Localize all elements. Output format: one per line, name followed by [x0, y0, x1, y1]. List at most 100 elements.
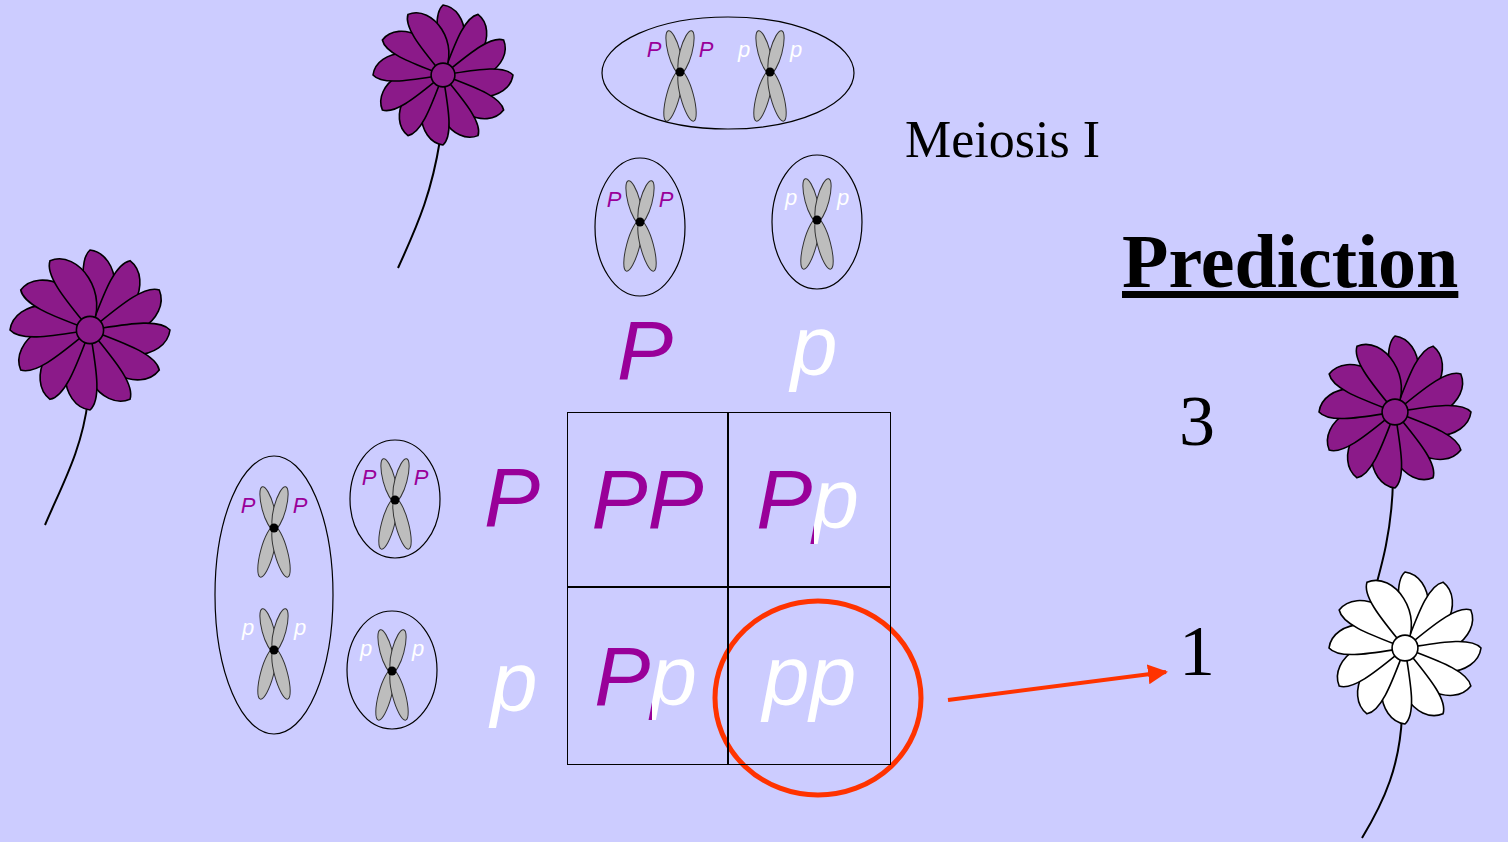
allele-label: p	[785, 187, 797, 209]
petal	[44, 248, 112, 333]
flower-center	[431, 63, 455, 87]
chromosome	[254, 485, 294, 579]
chromatid	[390, 457, 413, 503]
stage-label: Meiosis I	[905, 111, 1100, 168]
allele-label: P	[362, 467, 377, 489]
pointer-arrow	[948, 672, 1166, 700]
allele-label: P	[607, 189, 622, 211]
genotype: Pp	[756, 455, 863, 543]
ratio-number: 3	[1179, 382, 1215, 461]
allele-label: P	[647, 39, 662, 61]
allele-label: p	[738, 39, 750, 61]
centromere	[636, 218, 645, 227]
gamete-cell: pp	[346, 610, 438, 730]
chromatid	[269, 607, 292, 653]
petal	[1351, 334, 1415, 415]
chromosome	[375, 457, 415, 551]
genotype: Pp	[594, 632, 701, 720]
gamete-allele: P	[617, 304, 673, 396]
gamete-allele: p	[491, 636, 538, 728]
punnett-cell: pp	[728, 587, 891, 765]
allele-label: P	[699, 39, 714, 61]
chromatid	[812, 177, 835, 223]
chromatid	[764, 69, 790, 123]
chromatid	[389, 497, 415, 551]
chromosome	[254, 607, 294, 701]
allele-label: P	[241, 495, 256, 517]
flower-stem	[45, 400, 88, 525]
chromatid	[386, 668, 412, 722]
flower-center	[76, 316, 103, 343]
flower-center	[1382, 399, 1408, 425]
chromatid	[268, 647, 294, 701]
centromere	[676, 68, 685, 77]
cell-outline	[214, 455, 334, 735]
chromatid	[268, 525, 294, 579]
gamete-allele: P	[484, 451, 540, 543]
allele-label: P	[293, 495, 308, 517]
diploid-cell: P Pp p	[601, 16, 855, 130]
centromere	[813, 216, 822, 225]
centromere	[766, 68, 775, 77]
punnett-cell: Pp	[728, 412, 891, 587]
allele-label: p	[242, 617, 254, 639]
allele-label: p	[360, 638, 372, 660]
chromosome	[660, 29, 700, 123]
cell-membrane	[350, 440, 440, 558]
cell-membrane	[347, 611, 437, 729]
chromatid	[675, 29, 698, 75]
heading: Prediction	[1122, 220, 1458, 304]
flower-stem	[1362, 715, 1402, 838]
white-flower	[1327, 570, 1482, 725]
flower-stem	[398, 140, 440, 268]
diploid-cell: P Pp p	[214, 455, 334, 735]
allele-label: p	[412, 638, 424, 660]
petal	[1361, 570, 1425, 651]
chromatid	[635, 179, 658, 225]
chromatid	[269, 485, 292, 531]
gamete-cell: PP	[594, 157, 686, 297]
chromosome	[750, 29, 790, 123]
flower-center	[1392, 635, 1418, 661]
allele-label: P	[659, 189, 674, 211]
chromatid	[387, 628, 410, 674]
allele-label: p	[294, 617, 306, 639]
punnett-cell: Pp	[567, 587, 728, 765]
allele-label: P	[414, 467, 429, 489]
chromosome	[797, 177, 837, 271]
cell-outline	[601, 16, 855, 130]
punnett-cell: PP	[567, 412, 728, 587]
petal	[403, 3, 462, 78]
centromere	[388, 667, 397, 676]
cell-membrane	[602, 17, 854, 129]
purple-flower	[8, 248, 172, 412]
cell-outline	[594, 157, 686, 297]
chromatid	[634, 219, 660, 273]
allele-label: p	[837, 187, 849, 209]
purple-flower	[371, 3, 514, 146]
cell-membrane	[215, 456, 333, 734]
allele-label: p	[790, 39, 802, 61]
chromosome	[620, 179, 660, 273]
cell-membrane	[595, 158, 685, 296]
cell-outline	[771, 154, 863, 290]
centromere	[270, 524, 279, 533]
cell-outline	[346, 610, 438, 730]
centromere	[270, 646, 279, 655]
chromatid	[674, 69, 700, 123]
purple-flower	[1317, 334, 1472, 489]
chromosome	[372, 628, 412, 722]
genotype: pp	[763, 632, 856, 720]
ratio-number: 1	[1179, 612, 1215, 691]
gamete-allele: p	[791, 300, 838, 392]
chromatid	[811, 217, 837, 271]
gamete-cell: PP	[349, 439, 441, 559]
genotype: PP	[591, 455, 703, 543]
cell-outline	[349, 439, 441, 559]
gamete-cell: pp	[771, 154, 863, 290]
centromere	[391, 496, 400, 505]
chromatid	[765, 29, 788, 75]
cell-membrane	[772, 155, 862, 289]
